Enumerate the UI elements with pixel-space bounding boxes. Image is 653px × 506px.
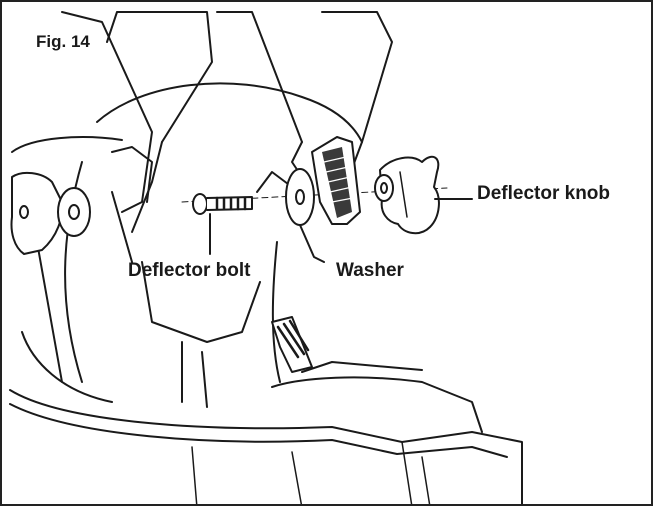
lower-bracket bbox=[191, 316, 431, 504]
callout-deflector-knob: Deflector knob bbox=[477, 183, 611, 204]
callout-deflector-bolt: Deflector bolt bbox=[128, 260, 251, 281]
callout-washer: Washer bbox=[336, 260, 404, 281]
deflector-plate-right bbox=[216, 11, 393, 193]
figure-label: Fig. 14 bbox=[36, 32, 90, 51]
deflector-plate-left bbox=[61, 11, 213, 233]
washer bbox=[285, 168, 325, 263]
chute-base bbox=[9, 331, 523, 504]
left-knob bbox=[10, 171, 91, 255]
serrated-lever bbox=[311, 136, 361, 225]
deflector-knob bbox=[374, 155, 473, 235]
deflector-bolt bbox=[192, 193, 253, 255]
